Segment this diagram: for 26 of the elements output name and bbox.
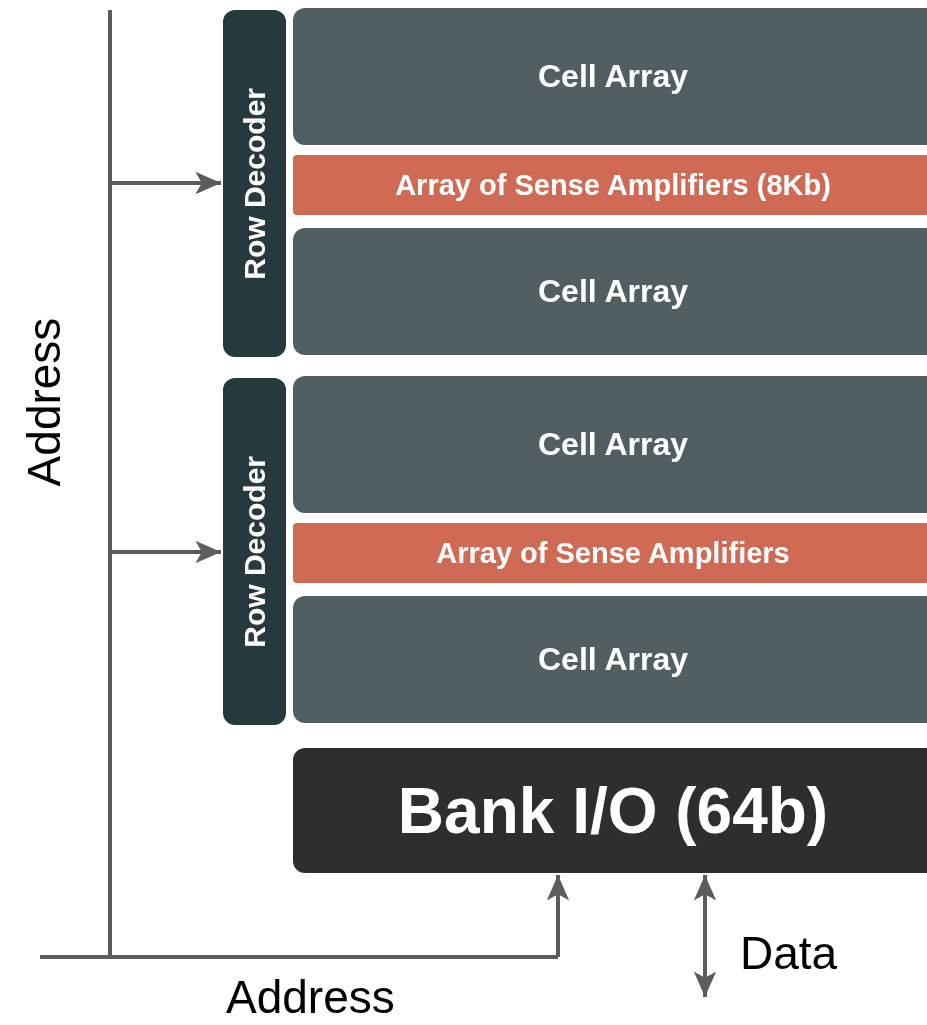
block-label: Cell Array <box>538 641 688 678</box>
block-label: Row Decoder <box>237 87 272 280</box>
bar-label: Array of Sense Amplifiers (8Kb) <box>395 168 831 202</box>
arrow <box>110 540 221 564</box>
arrow <box>693 875 717 997</box>
sense-amplifier-bar <box>293 523 927 583</box>
block-label: Cell Array <box>538 273 688 310</box>
cell-array-block <box>293 376 927 513</box>
signal-label: Data <box>740 926 838 980</box>
block-label: Row Decoder <box>237 455 272 648</box>
address-bus-line <box>38 8 560 959</box>
axis-label: Address <box>226 970 395 1024</box>
block-label: Bank I/O (64b) <box>397 773 829 848</box>
sense-amplifier-bar <box>293 155 927 215</box>
block-label: Cell Array <box>538 58 688 95</box>
arrow <box>546 875 570 957</box>
cell-array-block <box>293 596 927 723</box>
bank-io-block <box>293 748 927 873</box>
block-label: Cell Array <box>538 426 688 463</box>
bar-label: Array of Sense Amplifiers <box>436 536 790 570</box>
cell-array-block <box>293 228 927 355</box>
axis-label: Address <box>17 317 72 487</box>
cell-array-block <box>293 8 927 145</box>
row-decoder-block <box>223 10 286 357</box>
arrow <box>110 171 221 195</box>
row-decoder-block <box>223 378 286 725</box>
